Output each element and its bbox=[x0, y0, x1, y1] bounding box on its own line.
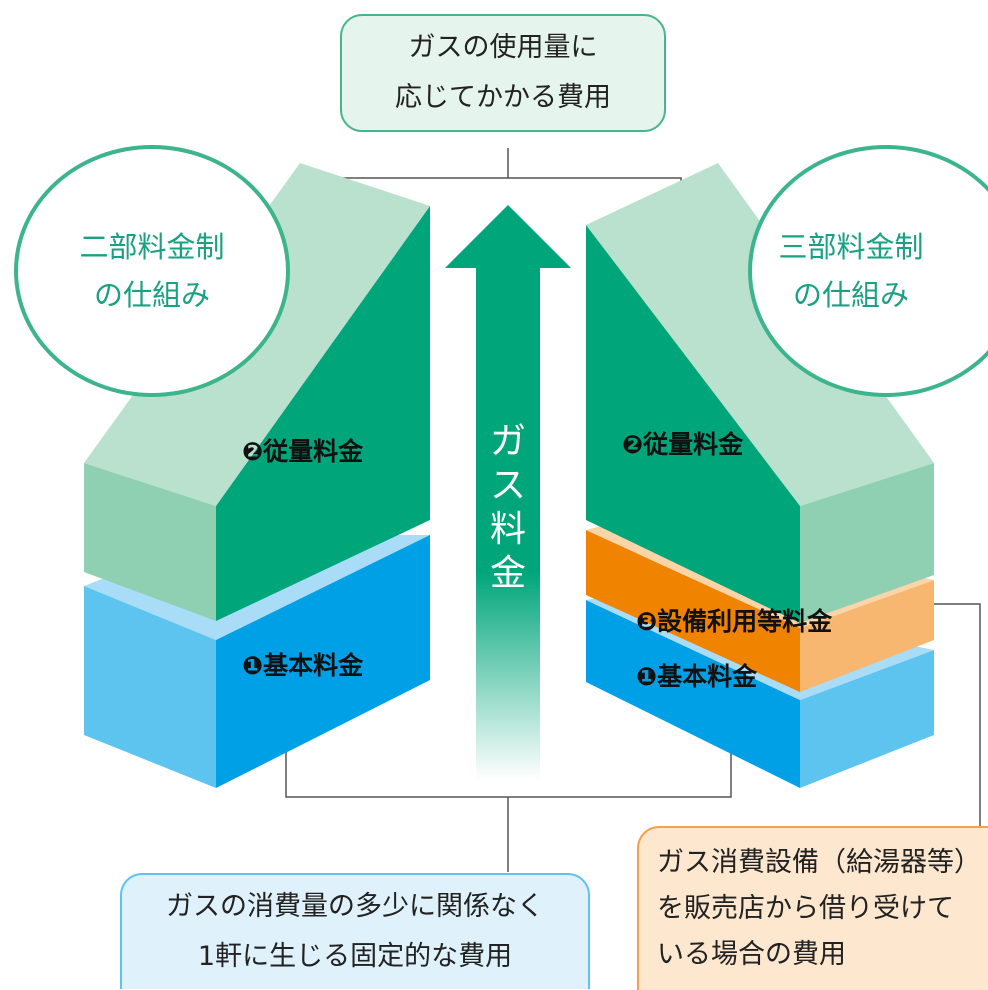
left-basic-side bbox=[84, 586, 216, 788]
left-block bbox=[84, 163, 430, 788]
three-part-line2: の仕組み bbox=[792, 278, 909, 312]
right-equipment-side bbox=[800, 580, 934, 692]
fixed-cost-box: ガスの消費量の多少に関係なく 1軒に生じる固定的な費用 bbox=[120, 873, 590, 989]
right-commodity-side bbox=[800, 463, 934, 623]
left-basic-label: ❶基本料金 bbox=[242, 651, 364, 680]
right-equipment-front bbox=[586, 530, 800, 692]
right-commodity-label: ❷従量料金 bbox=[622, 430, 744, 459]
equipment-cost-line3: いる場合の費用 bbox=[657, 939, 846, 970]
three-part-line1: 三部料金制 bbox=[778, 230, 924, 264]
usage-box-line1: ガスの使用量に bbox=[408, 32, 598, 63]
right-commodity-front bbox=[586, 225, 800, 623]
two-part-system-circle: 二部料金制 の仕組み bbox=[14, 145, 290, 397]
right-block bbox=[586, 163, 934, 788]
right-equipment-label: ❸設備利用等料金 bbox=[636, 607, 833, 636]
gas-charge-arrow bbox=[445, 205, 571, 780]
equipment-cost-box: ガス消費設備（給湯器等） を販売店から借り受けて いる場合の費用 bbox=[637, 826, 988, 990]
arrow-char: 金 bbox=[489, 553, 526, 594]
usage-box-line2: 応じてかかる費用 bbox=[395, 82, 611, 113]
fixed-cost-line1: ガスの消費量の多少に関係なく bbox=[166, 891, 544, 922]
right-basic-front bbox=[586, 600, 800, 788]
left-commodity-front bbox=[216, 206, 430, 621]
arrow-char: 料 bbox=[489, 509, 526, 550]
equipment-cost-line2: を販売店から借り受けて bbox=[657, 893, 954, 924]
three-part-system-circle: 三部料金制 の仕組み bbox=[748, 145, 988, 397]
usage-based-cost-box: ガスの使用量に 応じてかかる費用 bbox=[340, 14, 666, 132]
right-basic-label: ❶基本料金 bbox=[636, 662, 758, 691]
arrow-char: ス bbox=[489, 465, 526, 506]
right-basic-side bbox=[800, 650, 934, 788]
left-commodity-side bbox=[84, 463, 216, 621]
left-commodity-label: ❷従量料金 bbox=[242, 437, 364, 466]
right-commodity-top bbox=[586, 163, 934, 506]
two-part-line2: の仕組み bbox=[93, 278, 210, 312]
arrow-char: ガ bbox=[489, 421, 526, 462]
gas-charge-vertical-label: ガ ス 料 金 bbox=[486, 420, 530, 596]
equipment-cost-line1: ガス消費設備（給湯器等） bbox=[657, 847, 981, 878]
left-basic-front bbox=[216, 535, 430, 788]
two-part-line1: 二部料金制 bbox=[79, 230, 225, 264]
fixed-cost-line2: 1軒に生じる固定的な費用 bbox=[197, 941, 513, 972]
